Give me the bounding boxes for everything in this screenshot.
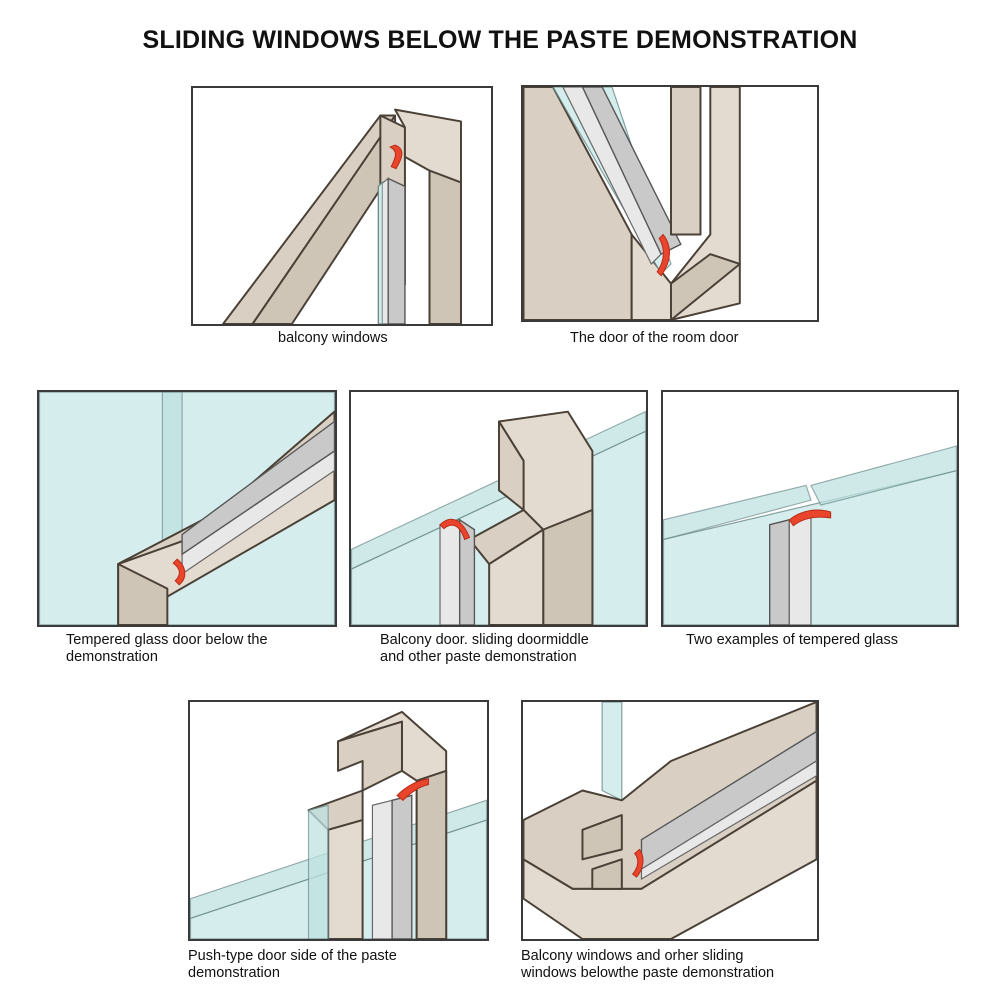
caption-balcony-sliding-windows: Balcony windows and orher sliding window… [521,948,775,981]
caption-balcony-door-sliding: Balcony door. sliding doormiddle and oth… [380,632,589,665]
balcony-door-sliding-drawing [351,410,646,625]
illustration-balcony-sliding-windows [521,700,819,941]
illustration-balcony-door-sliding [349,390,648,627]
caption-room-door: The door of the room door [570,330,739,346]
balcony-window-frame-drawing [222,108,462,324]
two-tempered-glass-drawing [663,445,957,625]
illustration-room-door [521,85,819,322]
tempered-glass-door-drawing [39,392,335,625]
illustration-balcony-windows [191,86,493,326]
page-title: SLIDING WINDOWS BELOW THE PASTE DEMONSTR… [142,26,858,54]
balcony-sliding-windows-drawing [523,702,817,939]
illustration-push-type-door [188,700,489,941]
illustration-two-tempered-glass [661,390,959,627]
caption-tempered-glass-door: Tempered glass door below the demonstrat… [66,632,268,665]
caption-balcony-windows: balcony windows [278,330,388,346]
room-door-frame-drawing [523,87,741,320]
caption-push-type-door: Push-type door side of the paste demonst… [188,948,397,981]
push-type-door-drawing [190,710,487,939]
illustration-tempered-glass-door [37,390,337,627]
caption-two-tempered-glass: Two examples of tempered glass [686,632,898,648]
